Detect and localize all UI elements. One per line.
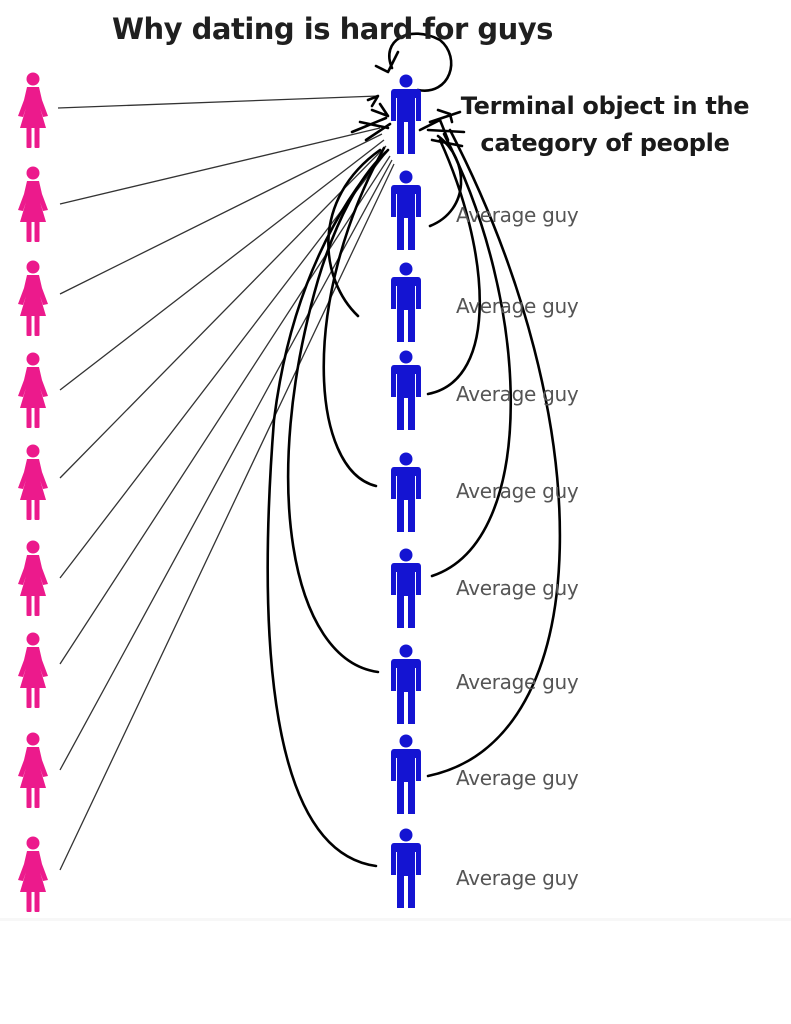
woman-arrow-lines bbox=[57, 95, 395, 871]
guy-arrow-curves bbox=[266, 32, 562, 868]
female-person-icon bbox=[18, 444, 48, 520]
average-guy-label: Average guy bbox=[456, 576, 579, 600]
arrowhead-cluster bbox=[350, 116, 392, 142]
female-person-icon bbox=[18, 632, 48, 708]
woman-arrow-line bbox=[59, 155, 391, 665]
woman-arrow-line bbox=[59, 163, 395, 871]
female-person-icon bbox=[18, 836, 48, 912]
image-bottom-edge bbox=[0, 918, 791, 921]
male-person-icon bbox=[391, 644, 421, 724]
average-guy-label: Average guy bbox=[456, 670, 579, 694]
women-column bbox=[18, 72, 48, 912]
male-person-icon bbox=[391, 452, 421, 532]
self-loop-arrow bbox=[388, 32, 453, 92]
woman-arrow-line bbox=[57, 95, 379, 109]
arrowhead bbox=[370, 102, 390, 118]
guy-arrow-curve bbox=[428, 134, 463, 228]
female-person-icon bbox=[18, 72, 48, 148]
female-person-icon bbox=[18, 352, 48, 428]
guy-arrow-curve bbox=[327, 148, 382, 318]
average-guy-label: Average guy bbox=[456, 294, 579, 318]
male-person-icon bbox=[391, 262, 421, 342]
terminal-label-line-2: category of people bbox=[480, 129, 730, 157]
terminal-person-icon bbox=[391, 74, 421, 154]
average-guy-label: Average guy bbox=[456, 766, 579, 790]
guy-arrow-curve bbox=[266, 148, 390, 868]
diagram-title: Why dating is hard for guys bbox=[112, 12, 553, 46]
terminal-label-line-1: Terminal object in the bbox=[460, 92, 750, 120]
male-person-icon bbox=[391, 828, 421, 908]
female-person-icon bbox=[18, 166, 48, 242]
female-person-icon bbox=[18, 260, 48, 336]
guy-arrow-curve bbox=[322, 146, 386, 488]
woman-arrow-line bbox=[59, 149, 389, 579]
men-column bbox=[391, 74, 421, 908]
average-guy-label: Average guy bbox=[456, 203, 579, 227]
woman-arrow-line bbox=[59, 139, 385, 391]
woman-arrow-line bbox=[59, 145, 387, 479]
guy-arrow-curve bbox=[426, 128, 562, 778]
male-person-icon bbox=[391, 170, 421, 250]
terminal-object-label: Terminal object in the category of peopl… bbox=[455, 88, 755, 162]
female-person-icon bbox=[18, 732, 48, 808]
male-person-icon bbox=[391, 548, 421, 628]
average-guy-label: Average guy bbox=[456, 479, 579, 503]
woman-arrow-line bbox=[59, 127, 381, 205]
guy-arrow-curve bbox=[426, 138, 481, 396]
guy-arrow-curve bbox=[430, 132, 513, 578]
self-loop-arrowhead bbox=[374, 50, 400, 74]
woman-arrow-line bbox=[59, 159, 393, 771]
woman-arrow-line bbox=[59, 133, 383, 295]
arrowhead bbox=[436, 108, 454, 124]
female-person-icon bbox=[18, 540, 48, 616]
arrowhead bbox=[418, 118, 450, 142]
average-guy-label: Average guy bbox=[456, 866, 579, 890]
arrowhead bbox=[366, 94, 380, 108]
average-guy-label: Average guy bbox=[456, 382, 579, 406]
male-person-icon bbox=[391, 734, 421, 814]
male-person-icon bbox=[391, 350, 421, 430]
